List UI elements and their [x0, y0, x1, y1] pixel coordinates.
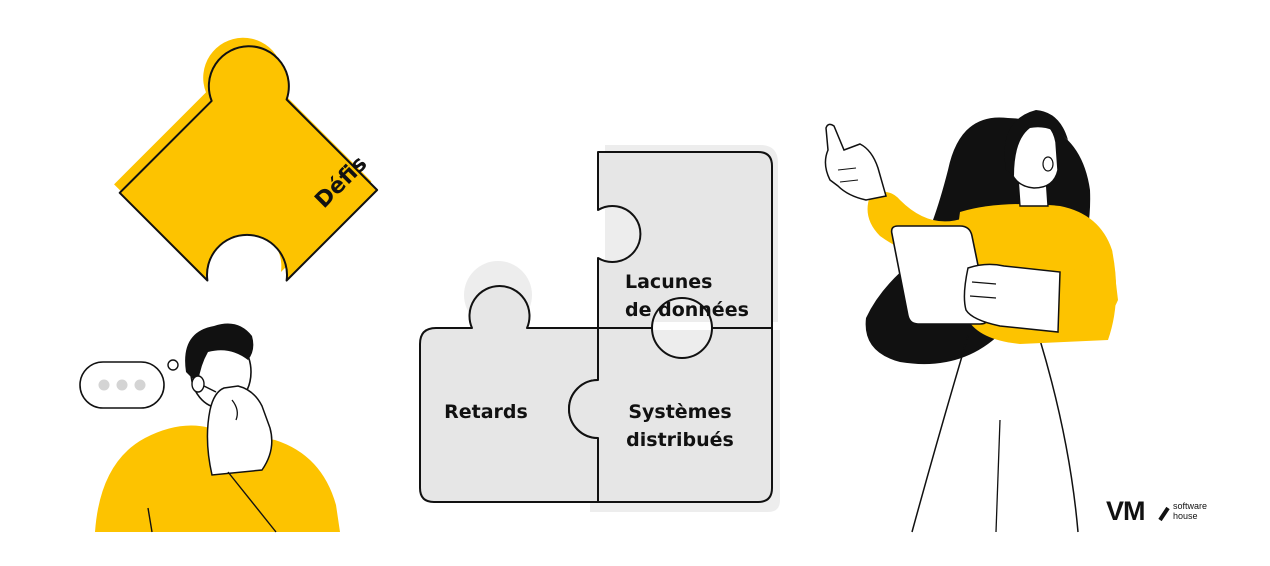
- retards-label: Retards: [444, 401, 528, 423]
- logo-mark: VM: [1106, 496, 1145, 526]
- puzzle-piece-lacunes: [597, 151, 773, 329]
- thinking-man: [79, 323, 340, 533]
- presenting-woman: [824, 110, 1118, 533]
- logo-slash-icon: [1158, 506, 1170, 522]
- vm-software-house-logo: VM software house: [1106, 496, 1207, 526]
- lacunes-label-line2: de données: [625, 299, 749, 321]
- puzzle-piece-systemes: [568, 327, 773, 503]
- puzzle-piece-retards: [419, 285, 599, 503]
- systemes-label-line1: Systèmes: [628, 401, 731, 423]
- systemes-label-line2: distribués: [626, 429, 734, 451]
- puzzle-cluster: Lacunes de données Retards Systèmes dist…: [419, 145, 780, 512]
- lacunes-label-line1: Lacunes: [625, 271, 712, 293]
- logo-line2: house: [1173, 511, 1198, 521]
- puzzle-piece-defis: Défis: [114, 37, 379, 282]
- logo-line1: software: [1173, 501, 1207, 511]
- speech-bubble-icon: [79, 359, 179, 409]
